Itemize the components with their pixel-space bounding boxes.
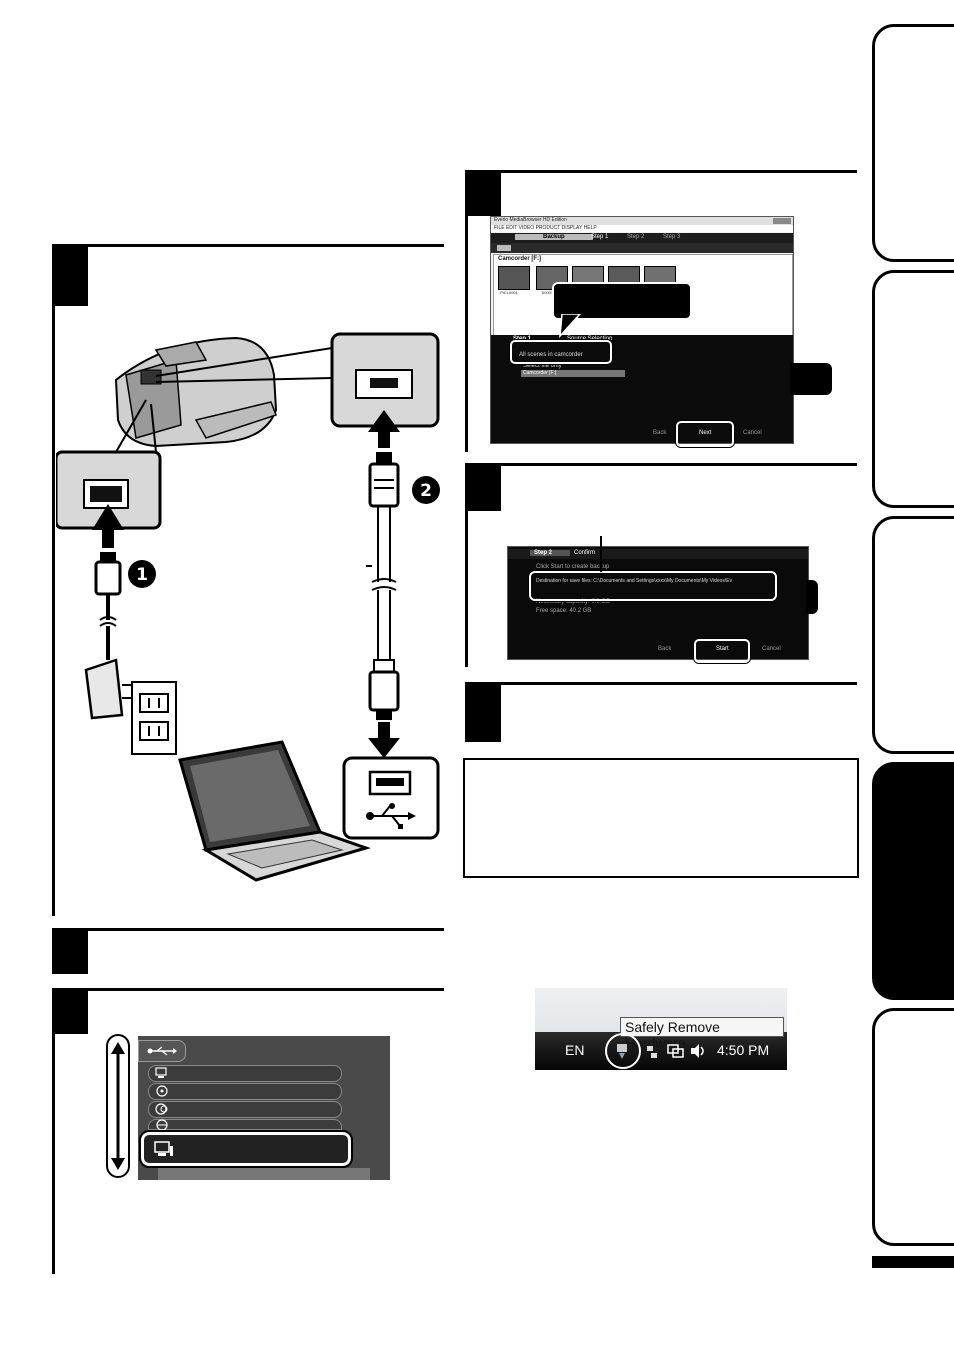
backup-computer-icon <box>154 1141 173 1156</box>
side-callout-2 <box>806 580 818 614</box>
volume-icon[interactable] <box>689 1043 707 1059</box>
step6-rule <box>465 682 857 685</box>
display-icon[interactable] <box>667 1043 685 1059</box>
safely-remove-tooltip: Safely Remove Hardware <box>620 1017 784 1051</box>
globe-icon <box>156 1119 168 1131</box>
step2-marker <box>52 928 88 974</box>
step3-rule <box>52 988 444 991</box>
disc-copy-icon <box>155 1103 168 1115</box>
wall-outlet-icon <box>131 681 177 755</box>
step1-marker <box>52 244 88 306</box>
chapter-tab-2[interactable] <box>872 270 954 508</box>
side-callout-1 <box>790 363 832 395</box>
menu-item-backup-selected[interactable] <box>139 1130 353 1168</box>
usb-a-zoom <box>342 756 440 840</box>
computer-icon <box>155 1067 167 1078</box>
source-dropdown[interactable]: Camcorder [F:] <box>521 370 625 377</box>
chapter-tab-4-active[interactable] <box>872 762 954 1000</box>
menu-item-2[interactable] <box>148 1083 342 1100</box>
usb-icon <box>147 1046 177 1056</box>
disc-icon <box>156 1085 168 1097</box>
confirm-header: Step 2 Confirm <box>508 549 808 559</box>
step5-left-bar <box>465 463 468 667</box>
page-number-bar <box>872 1256 954 1268</box>
next-button-highlight[interactable] <box>676 421 734 447</box>
ac-plug-icon <box>94 552 122 660</box>
step1-panel: Step 1 Source Selection All scenes in ca… <box>491 335 793 443</box>
step1-left-bar <box>52 244 55 916</box>
step3-marker <box>52 988 88 1034</box>
svg-text:1: 1 <box>136 565 148 585</box>
usb-cable-icon <box>366 452 400 720</box>
step-circle-1 <box>128 560 156 588</box>
menu-item-3[interactable] <box>148 1101 342 1118</box>
start-button-highlight[interactable] <box>694 639 750 663</box>
step1-rule <box>52 244 444 247</box>
menu-item-1[interactable] <box>148 1065 342 1082</box>
laptop-icon <box>178 740 371 882</box>
svg-text:2: 2 <box>420 481 432 501</box>
step4-marker <box>465 170 501 216</box>
menu-item-4[interactable] <box>148 1119 342 1131</box>
ac-adapter-icon <box>84 658 136 720</box>
step4-left-bar <box>465 170 468 452</box>
connection-illustration: 1 2 <box>56 332 440 882</box>
step-nav-bar: Backup Step 1 Step 2 Step 3 <box>491 233 793 243</box>
step6-marker <box>465 682 501 742</box>
scroll-bar[interactable] <box>106 1034 130 1178</box>
callout-pointer <box>559 314 582 338</box>
confirm-window: Step 2 Confirm Click Start to create bac… <box>507 546 809 660</box>
window-controls[interactable] <box>773 218 791 224</box>
destination-leader-line <box>600 536 602 572</box>
usb-menu-tab[interactable] <box>138 1040 186 1062</box>
destination-highlight[interactable] <box>529 571 777 601</box>
step3-left-bar <box>52 988 55 1274</box>
camcorder-icon <box>114 336 278 448</box>
safely-remove-icon[interactable] <box>605 1033 641 1069</box>
language-indicator[interactable]: EN <box>565 1042 585 1058</box>
step5-rule <box>465 463 857 466</box>
screen-bottom-bar <box>158 1168 370 1180</box>
chapter-tab-1[interactable] <box>872 24 954 262</box>
taskbar <box>535 1032 787 1070</box>
taskbar-screenshot: Safely Remove Hardware EN 4:50 PM <box>535 988 787 1070</box>
note-box <box>463 758 859 878</box>
window-menu-bar: FILE EDIT VIDEO PRODUCT DISPLAY HELP <box>491 225 793 232</box>
chapter-tab-5[interactable] <box>872 1008 954 1246</box>
step4-rule <box>465 170 857 173</box>
chapter-tab-3[interactable] <box>872 516 954 754</box>
thumbnail-1[interactable] <box>498 266 530 290</box>
network-icon[interactable] <box>645 1044 659 1060</box>
clock[interactable]: 4:50 PM <box>717 1042 770 1058</box>
usb-mini-zoom <box>330 332 440 428</box>
toolbar <box>491 243 793 253</box>
step2-rule <box>52 928 444 931</box>
step-circle-2 <box>412 476 440 504</box>
backup-software-window: Everio MediaBrowser HD Edition FILE EDIT… <box>490 216 794 444</box>
all-scenes-option-highlight[interactable] <box>510 340 612 364</box>
step5-marker <box>465 463 501 511</box>
